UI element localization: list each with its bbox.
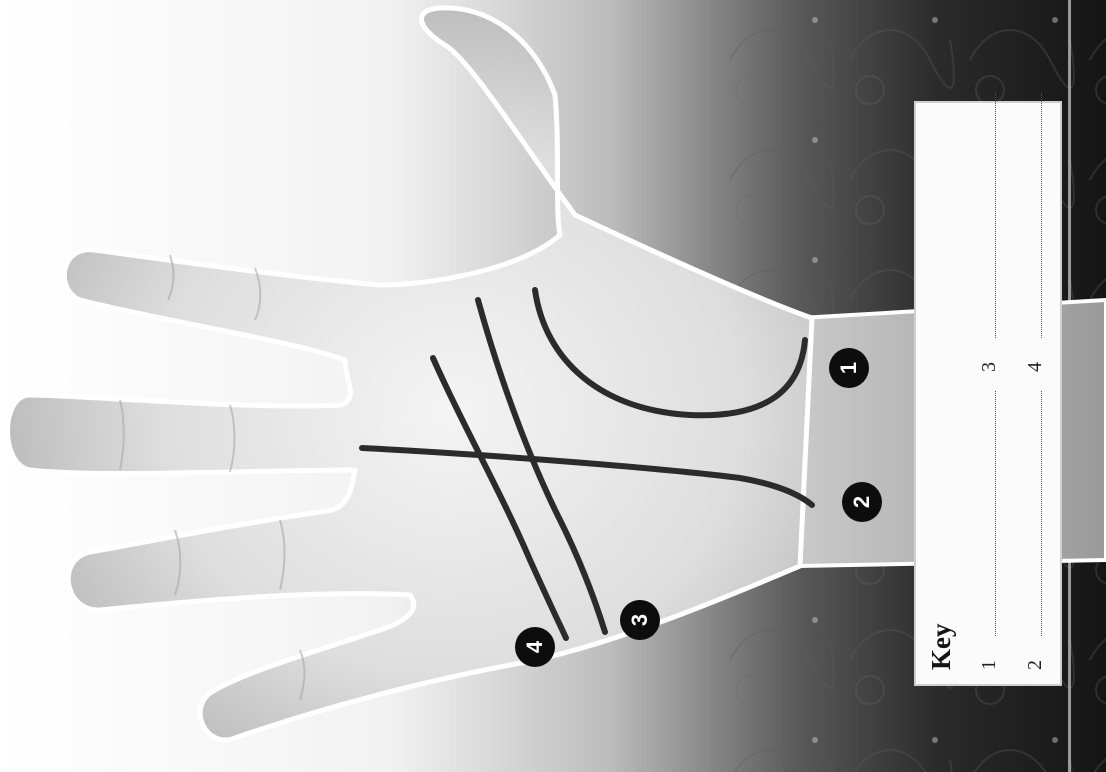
key-box: Key 1 2 3 4 [914, 101, 1062, 686]
marker-1: 1 [829, 348, 869, 388]
key-entry-2: 2 [1024, 391, 1047, 670]
key-entry-number: 4 [1024, 350, 1047, 372]
marker-2: 2 [842, 482, 882, 522]
key-entry-blank[interactable] [995, 93, 996, 338]
key-entry-blank[interactable] [995, 391, 996, 636]
key-entry-number: 2 [1024, 648, 1047, 670]
key-entry-1: 1 [978, 391, 1001, 670]
key-entry-number: 1 [978, 648, 1001, 670]
key-content: Key 1 2 3 4 [916, 103, 1064, 688]
key-title: Key [926, 624, 957, 671]
key-entry-3: 3 [978, 93, 1001, 372]
key-entry-blank[interactable] [1041, 391, 1042, 636]
key-entry-blank[interactable] [1041, 93, 1042, 338]
key-entry-4: 4 [1024, 93, 1047, 372]
marker-3: 3 [620, 600, 660, 640]
key-entry-number: 3 [978, 350, 1001, 372]
marker-4: 4 [515, 627, 555, 667]
